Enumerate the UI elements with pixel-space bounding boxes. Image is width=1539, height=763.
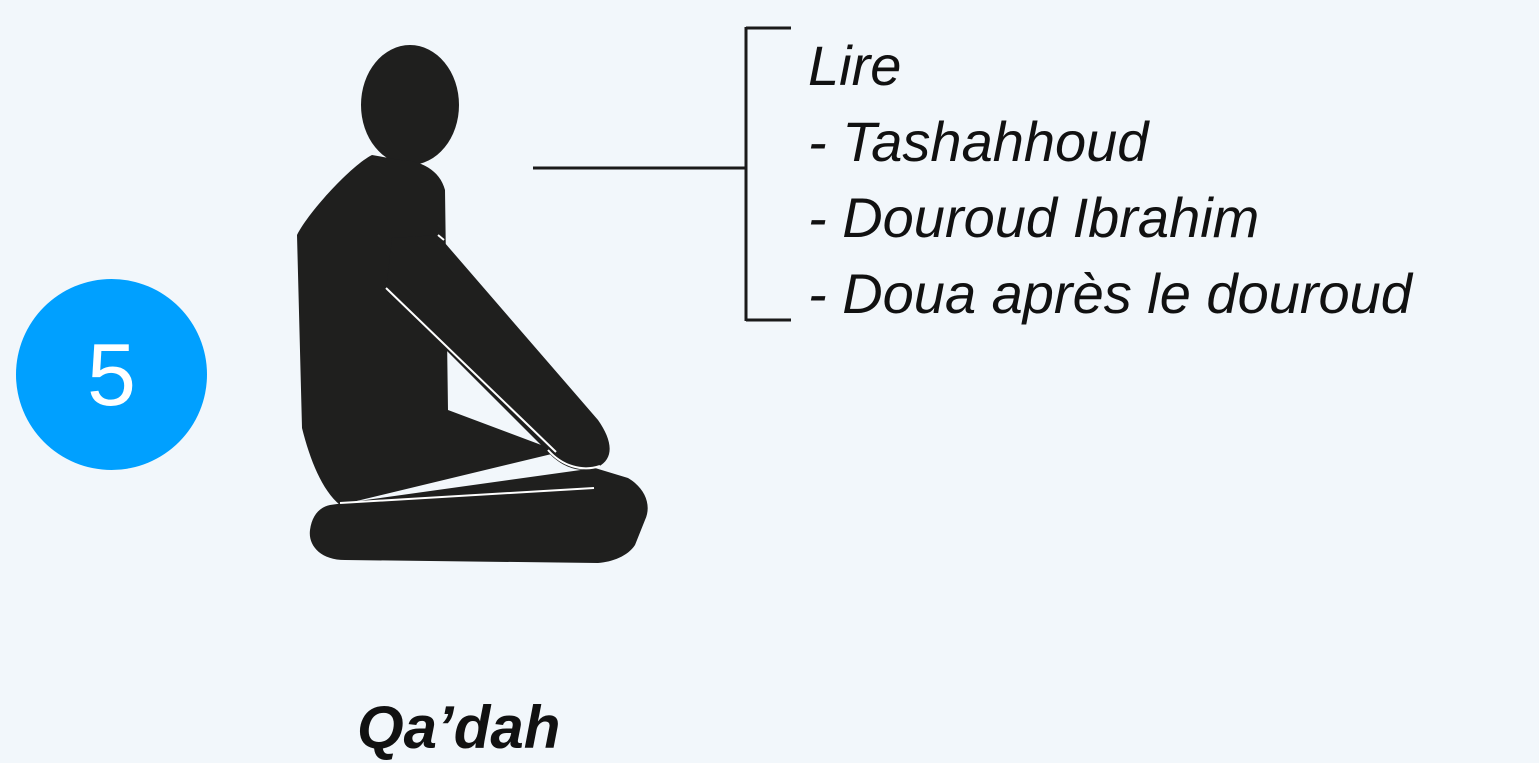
- recitation-item: - Tashahhoud: [808, 110, 1149, 173]
- callout-bracket: [533, 26, 791, 322]
- recitation-list: Lire - Tashahhoud - Douroud Ibrahim - Do…: [808, 28, 1412, 332]
- step-number-badge: 5: [16, 279, 207, 470]
- figure-thighs: [309, 468, 648, 563]
- step-number: 5: [87, 325, 136, 424]
- figure-head: [361, 45, 459, 165]
- figure-arm: [386, 235, 610, 470]
- recitation-heading: Lire: [808, 34, 902, 97]
- recitation-item: - Douroud Ibrahim: [808, 186, 1260, 249]
- posture-name: Qa’dah: [357, 694, 561, 761]
- recitation-item: - Doua après le douroud: [808, 262, 1412, 325]
- kneeling-person-icon: [297, 45, 648, 563]
